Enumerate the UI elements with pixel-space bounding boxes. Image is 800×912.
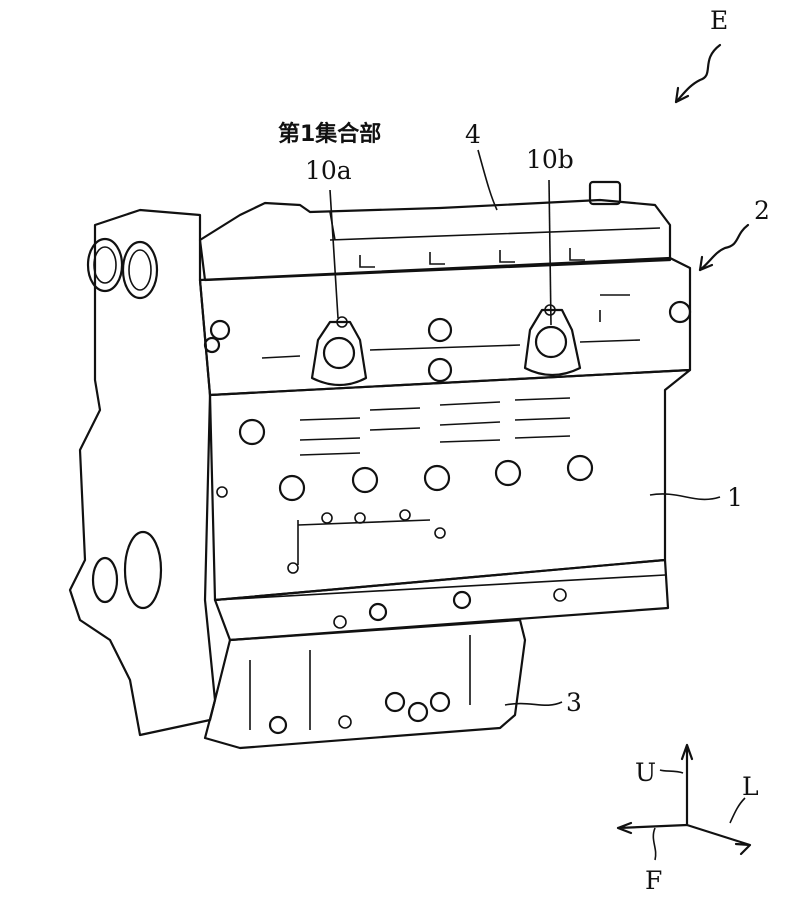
leader-4	[477, 149, 498, 211]
leader-10a	[329, 189, 339, 319]
collector-10a	[310, 316, 368, 387]
head-leader-arrow	[698, 223, 750, 272]
label-3: 3	[566, 688, 582, 717]
leader-1	[649, 493, 721, 501]
leader-10b	[548, 179, 552, 326]
label-4: 4	[465, 120, 481, 149]
label-10a: 10a	[305, 156, 352, 185]
label-engine: E	[710, 6, 729, 35]
front-cover	[68, 208, 217, 737]
collector-10b	[523, 304, 582, 377]
direction-axes	[616, 743, 752, 861]
label-up: U	[635, 758, 657, 787]
label-collector-note: 第1集合部	[278, 122, 382, 147]
block-skirt	[213, 558, 670, 642]
label-1: 1	[727, 483, 743, 512]
cylinder-block	[208, 368, 692, 602]
oil-pan	[203, 618, 527, 750]
label-2: 2	[754, 196, 770, 225]
label-left: L	[742, 772, 759, 801]
label-front: F	[645, 866, 663, 895]
leader-3	[504, 701, 563, 706]
drain-bosses	[384, 691, 451, 723]
label-10b: 10b	[526, 145, 574, 174]
block-bosses	[216, 418, 594, 574]
head-cover	[198, 198, 672, 282]
engine-arrow	[674, 43, 722, 104]
